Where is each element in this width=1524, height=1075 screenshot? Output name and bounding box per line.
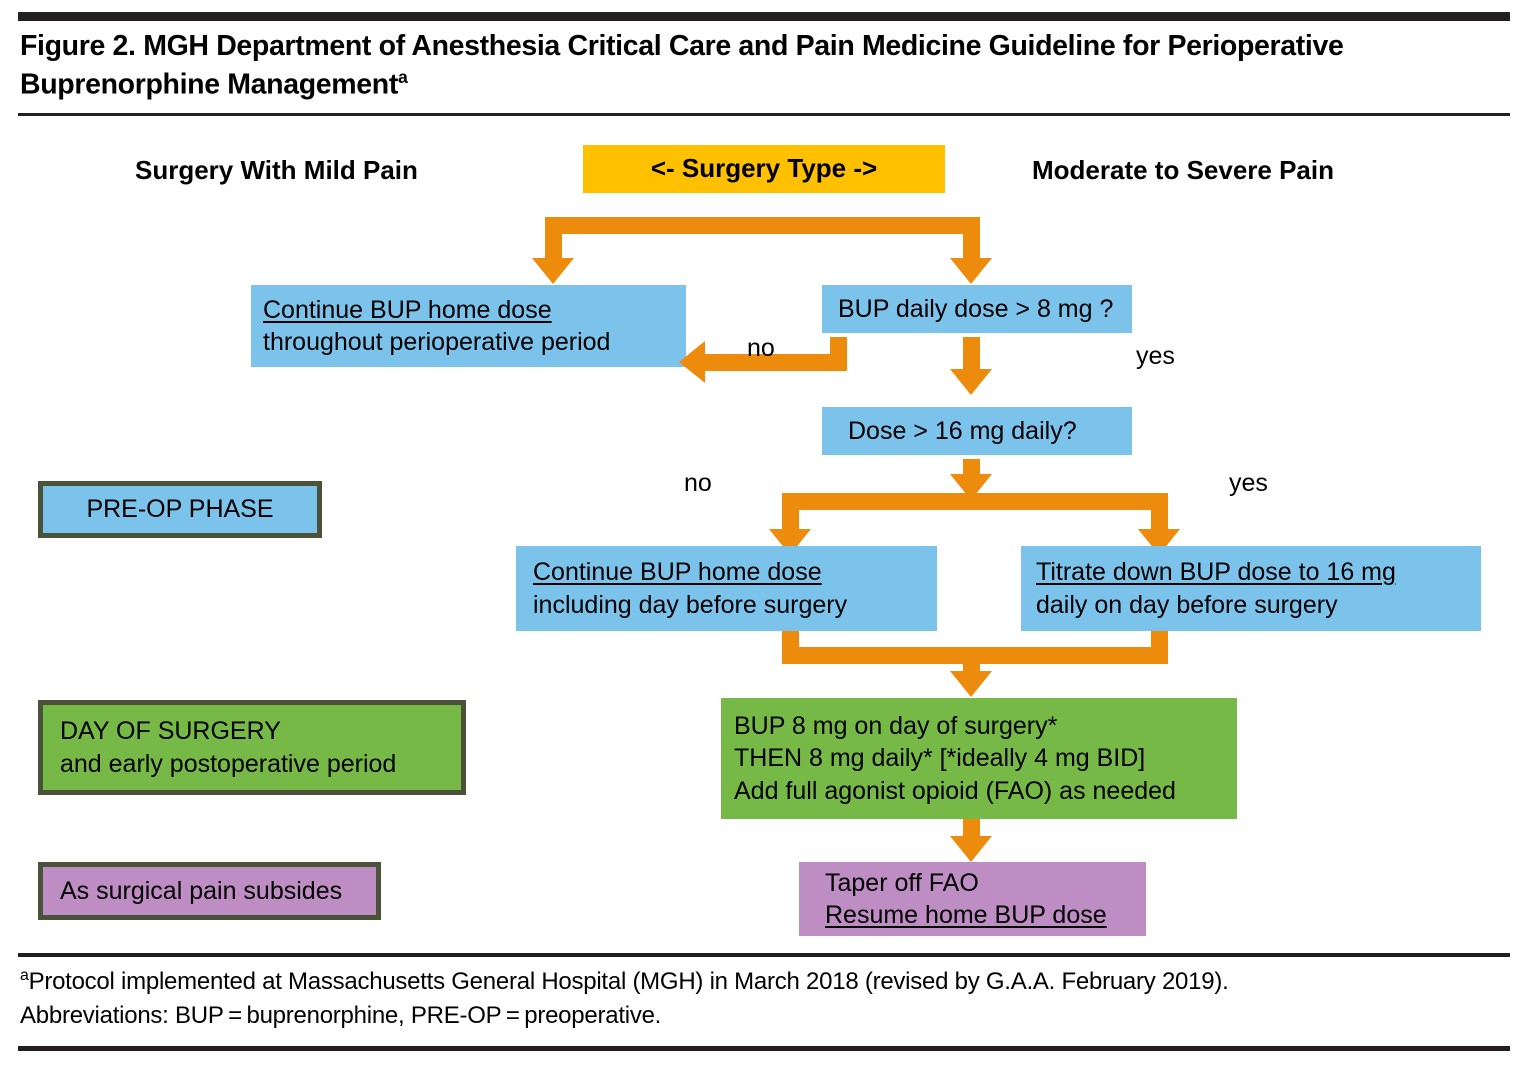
footnote-line1: Protocol implemented at Massachusetts Ge… — [28, 968, 1229, 995]
split2-left-stem — [782, 493, 799, 533]
splitter-right-arrowhead — [950, 258, 992, 284]
figure-title-line1: Figure 2. MGH Department of Anesthesia C… — [20, 30, 1160, 62]
legend-day-of-surgery-line2: and early postoperative period — [60, 749, 397, 778]
taper-arrowhead — [950, 836, 992, 862]
branch-label-yes-2: yes — [1229, 469, 1268, 497]
node-decision-dose-gt-8mg[interactable]: BUP daily dose > 8 mg ? — [822, 285, 1132, 333]
no-elbow-horizontal — [705, 354, 847, 371]
branch-label-yes-1: yes — [1136, 342, 1175, 370]
figure-title-line2: Perioperative Buprenorphine Management — [20, 30, 1344, 101]
top-rule — [18, 12, 1510, 21]
branch-label-no-2: no — [684, 469, 712, 497]
branch-label-no-1: no — [747, 334, 775, 362]
merge-center-stem — [963, 647, 980, 675]
legend-preop-phase: PRE-OP PHASE — [38, 481, 322, 538]
node-titrate-down-bup[interactable]: Titrate down BUP dose to 16 mg daily on … — [1021, 546, 1481, 631]
node-surgery-type[interactable]: <- Surgery Type -> — [583, 145, 945, 193]
node-continue-bup-day-before-line2: including day before surgery — [533, 590, 848, 619]
node-titrate-down-bup-line2: daily on day before surgery — [1036, 590, 1338, 619]
merge-arrowhead — [950, 671, 992, 697]
node-day-of-surgery-plan[interactable]: BUP 8 mg on day of surgery* THEN 8 mg da… — [721, 698, 1237, 819]
node-continue-bup-perioperative-line2: throughout perioperative period — [263, 328, 611, 356]
header-label-severe-pain: Moderate to Severe Pain — [1032, 155, 1334, 185]
legend-day-of-surgery: DAY OF SURGERY and early postoperative p… — [38, 700, 466, 795]
taper-stem — [963, 819, 980, 841]
header-label-mild-pain: Surgery With Mild Pain — [135, 155, 418, 185]
node-continue-bup-day-before[interactable]: Continue BUP home dose including day bef… — [516, 546, 937, 631]
splitter-left-stem — [545, 217, 562, 262]
title-divider-rule — [18, 113, 1510, 116]
figure-title-superscript: a — [397, 66, 408, 87]
legend-pain-subsides: As surgical pain subsides — [38, 862, 381, 920]
splitter-right-stem — [963, 217, 980, 262]
footnote-line2: Abbreviations: BUP = buprenorphine, PRE-… — [20, 1002, 662, 1030]
node-day-of-surgery-plan-line1: BUP 8 mg on day of surgery* — [734, 711, 1058, 740]
node-decision-dose-gt-8mg-label: BUP daily dose > 8 mg ? — [838, 294, 1114, 323]
footnote-divider-rule — [18, 953, 1510, 957]
node-decision-dose-gt-16mg[interactable]: Dose > 16 mg daily? — [822, 407, 1132, 455]
split2-right-stem — [1151, 493, 1168, 533]
splitter-left-arrowhead — [532, 258, 574, 284]
node-decision-dose-gt-16mg-label: Dose > 16 mg daily? — [848, 416, 1077, 445]
figure-title: Figure 2. MGH Department of Anesthesia C… — [20, 28, 1440, 104]
node-continue-bup-perioperative-line1: Continue BUP home dose — [263, 295, 552, 324]
node-continue-bup-perioperative[interactable]: Continue BUP home dose throughout periop… — [251, 285, 686, 367]
legend-day-of-surgery-line1: DAY OF SURGERY — [60, 717, 281, 745]
node-surgery-type-label: <- Surgery Type -> — [650, 153, 878, 184]
yes-arrowhead — [950, 369, 992, 395]
legend-preop-phase-label: PRE-OP PHASE — [86, 495, 274, 524]
node-titrate-down-bup-line1: Titrate down BUP dose to 16 mg — [1036, 558, 1396, 586]
node-taper-off-fao[interactable]: Taper off FAO Resume home BUP dose — [799, 862, 1146, 936]
node-day-of-surgery-plan-line2: THEN 8 mg daily* [*ideally 4 mg BID] — [734, 744, 1146, 773]
bottom-rule — [18, 1046, 1510, 1051]
node-taper-off-fao-line1: Taper off FAO — [825, 868, 979, 897]
split2-horizontal-bar — [782, 493, 1168, 510]
node-continue-bup-day-before-line1: Continue BUP home dose — [533, 558, 822, 586]
no-elbow-arrowhead — [679, 341, 705, 383]
legend-pain-subsides-label: As surgical pain subsides — [60, 876, 343, 905]
figure-footnote: aProtocol implemented at Massachusetts G… — [20, 965, 1500, 1033]
node-day-of-surgery-plan-line3: Add full agonist opioid (FAO) as needed — [734, 776, 1176, 805]
splitter-horizontal-bar — [545, 217, 980, 234]
footnote-superscript: a — [20, 967, 29, 984]
yes-vertical-stem — [963, 337, 980, 373]
node-taper-off-fao-line2: Resume home BUP dose — [825, 901, 1107, 929]
